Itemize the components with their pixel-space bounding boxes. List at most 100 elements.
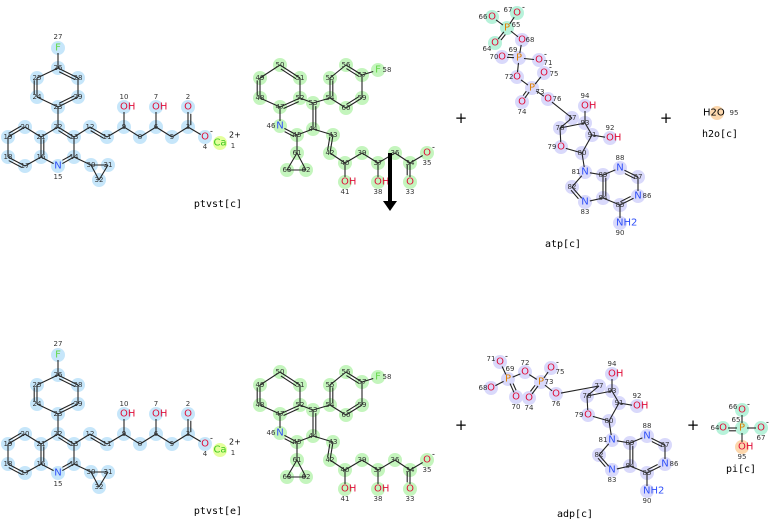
atom-8[interactable]: 8 [138,440,142,448]
atom-39[interactable]: 39 [358,456,367,464]
atom-49[interactable]: 49 [256,74,265,82]
atom-8[interactable]: 8 [138,133,142,141]
atom-36[interactable]: 36 [391,149,400,157]
atom-89[interactable]: 89 [599,171,608,179]
atom-36[interactable]: 36 [391,456,400,464]
atom-54[interactable]: 54 [326,401,335,409]
atom-84[interactable]: 84 [599,194,608,202]
atom-45[interactable]: 45 [293,438,302,446]
atom-29[interactable]: 29 [74,400,83,408]
atom-61[interactable]: 61 [293,149,302,157]
atom-19[interactable]: 19 [4,440,13,448]
atom-26[interactable]: 26 [54,64,63,72]
atom-21[interactable]: 21 [37,133,46,141]
atom-78[interactable]: 78 [583,392,592,400]
atom-68[interactable]: O68 [479,383,496,394]
atom-79[interactable]: O79 [548,142,566,153]
atom-4[interactable]: O4- [201,434,213,459]
atom-33[interactable]: O33 [406,484,415,504]
atom-31[interactable]: 31 [104,468,113,476]
atom-93[interactable]: 93 [608,387,617,395]
atom-91[interactable]: 91 [615,399,624,407]
atom-12[interactable]: 12 [86,123,95,131]
atom-26[interactable]: 26 [54,371,63,379]
atom-37[interactable]: 37 [374,466,383,474]
atom-63[interactable]: 63 [283,473,292,481]
atom-69[interactable]: P69 [509,46,522,64]
atom-64[interactable]: O64 [483,38,500,54]
atom-60[interactable]: 60 [342,104,351,112]
atom-56[interactable]: 56 [342,61,351,69]
atom-13[interactable]: 13 [70,133,79,141]
atom-17[interactable]: 17 [21,469,30,477]
atom-63[interactable]: 63 [283,166,292,174]
atom-62[interactable]: 62 [302,473,311,481]
atom-11[interactable]: 11 [103,440,112,448]
atom-11[interactable]: 11 [103,133,112,141]
atom-14[interactable]: 14 [70,153,79,161]
atom-57[interactable]: 57 [358,71,367,79]
atom-45[interactable]: 45 [293,131,302,139]
atom-9[interactable]: 9 [122,430,126,438]
atom-53[interactable]: 53 [309,406,318,414]
atom-83[interactable]: N83 [608,465,617,485]
atom-52[interactable]: 52 [296,401,305,409]
atom-40[interactable]: 40 [341,466,350,474]
atom-28[interactable]: 28 [74,381,83,389]
atom-46[interactable]: N46 [267,428,284,439]
atom-80[interactable]: 80 [578,149,587,157]
atom-51[interactable]: 51 [296,381,305,389]
atom-23[interactable]: 23 [54,103,63,111]
atom-6[interactable]: 6 [154,123,159,131]
atom-77[interactable]: 77 [595,382,604,390]
atom-82[interactable]: 82 [568,183,577,191]
atom-19[interactable]: 19 [4,133,13,141]
atom-55[interactable]: 55 [326,381,335,389]
atom-37[interactable]: 37 [374,159,383,167]
atom-48[interactable]: 48 [256,94,265,102]
atom-25[interactable]: 25 [33,74,42,82]
atom-74[interactable]: O74 [518,97,527,117]
atom-56[interactable]: 56 [342,368,351,376]
atom-76[interactable]: O76 [552,389,561,409]
atom-84[interactable]: 84 [626,462,635,470]
atom-69[interactable]: P69 [505,365,514,385]
atom-2[interactable]: O2 [184,93,192,113]
atom-22[interactable]: 22 [54,123,63,131]
atom-35[interactable]: O35- [423,143,435,168]
atom-4[interactable]: O4- [201,127,213,152]
atom-28[interactable]: 28 [74,74,83,82]
atom-7[interactable]: OH7 [152,400,167,420]
atom-65[interactable]: P65 [732,416,745,434]
atom-81[interactable]: N81 [572,167,589,178]
atom-66[interactable]: O66- [729,400,750,416]
atom-72[interactable]: O72 [521,359,530,378]
atom-50[interactable]: 50 [276,368,285,376]
atom-44[interactable]: 44 [309,432,318,440]
atom-71[interactable]: O71- [487,352,508,368]
atom-87[interactable]: 87 [634,173,643,181]
atom-91[interactable]: 91 [588,131,597,139]
atom-15[interactable]: N15 [54,161,63,182]
atom-59[interactable]: 59 [358,401,367,409]
atom-31[interactable]: 31 [104,161,113,169]
atom-18[interactable]: 18 [4,460,13,468]
